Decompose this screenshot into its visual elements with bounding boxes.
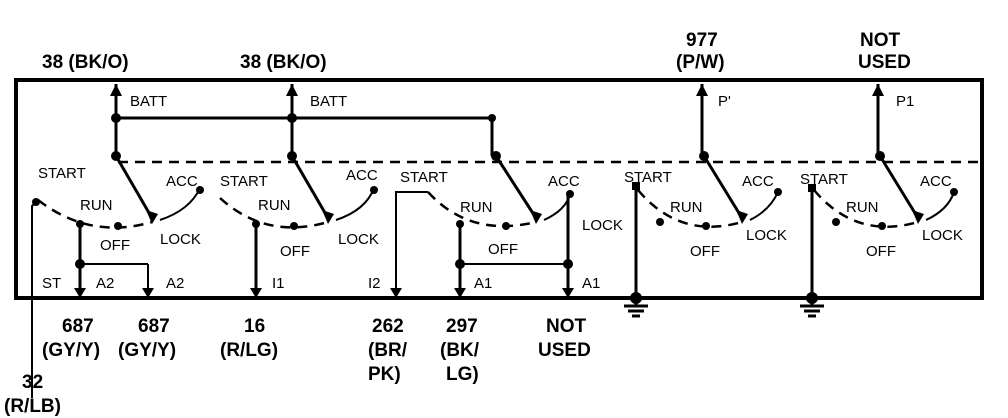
lock-label-5: LOCK [922,227,963,244]
st-terminal-label: ST [42,275,61,292]
top-wire-977-number: 977 [686,30,718,51]
bottom-wire-262-color-2: PK) [368,364,401,385]
switch-section-1: BATT START ACC RUN OFF LOCK ST A2 A2 [31,84,492,398]
i2-terminal-label: I2 [368,275,381,292]
bottom-wire-687-a-color: (GY/Y) [42,340,100,361]
p1-label: P1 [896,93,914,110]
a2-terminal-label-outer: A2 [166,275,184,292]
top-wire-38-a: 38 (BK/O) [42,52,129,73]
bottom-wire-687-a-number: 687 [62,316,94,337]
top-wire-not-used-2: USED [858,52,911,73]
acc-label-3: ACC [548,173,580,190]
bottom-wire-687-b-number: 687 [138,316,170,337]
bottom-wire-not-used-2: USED [538,340,591,361]
lock-label-4: LOCK [746,227,787,244]
run-label-3: RUN [460,199,493,216]
acc-label-2: ACC [346,167,378,184]
off-label-5: OFF [866,243,896,260]
top-wire-not-used-1: NOT [860,30,901,51]
switch-section-2: BATT START ACC RUN OFF LOCK I1 [219,84,492,298]
batt-label-2: BATT [310,93,347,110]
acc-label-5: ACC [920,173,952,190]
run-label-5: RUN [846,199,879,216]
bottom-wire-297-color-1: (BK/ [440,340,480,361]
i1-terminal-label: I1 [272,275,285,292]
a1-terminal-label-1: A1 [474,275,492,292]
off-label-4: OFF [690,243,720,260]
top-wire-977-color: (P/W) [676,52,725,73]
lock-label-3: LOCK [582,217,623,234]
off-label-1: OFF [100,237,130,254]
run-label-2: RUN [258,197,291,214]
bottom-wire-262-color-1: (BR/ [368,340,408,361]
start-label-1: START [38,165,86,182]
a2-terminal-label-inner: A2 [96,275,114,292]
batt-label-1: BATT [130,93,167,110]
ground-symbol-1 [624,292,648,318]
bottom-wire-32-number: 32 [22,372,43,393]
start-label-3: START [400,169,448,186]
bottom-wire-16-color: (R/LG) [220,340,278,361]
acc-label-4: ACC [742,173,774,190]
bottom-wire-297-color-2: LG) [446,364,479,385]
acc-label-1: ACC [166,173,198,190]
switch-section-3: START ACC RUN OFF LOCK I2 A1 A1 [368,114,623,298]
bottom-wire-32-color: (R/LB) [4,396,61,417]
run-label-4: RUN [670,199,703,216]
p-prime-label: P' [718,93,731,110]
bottom-wire-297-number: 297 [446,316,478,337]
ground-symbol-2 [800,292,824,318]
start-label-4: START [624,169,672,186]
bottom-wire-262-number: 262 [372,316,404,337]
bottom-wire-687-b-color: (GY/Y) [118,340,176,361]
switch-section-5: P1 START ACC RUN OFF LOCK [800,84,963,296]
lock-label-2: LOCK [338,231,379,248]
start-label-2: START [220,173,268,190]
switch-section-4: P' START ACC RUN OFF LOCK [624,84,787,296]
off-label-3: OFF [488,241,518,258]
bottom-wire-16-number: 16 [244,316,265,337]
lock-label-1: LOCK [160,231,201,248]
run-label-1: RUN [80,197,113,214]
off-label-2: OFF [280,243,310,260]
switch-housing-outline [14,78,984,300]
a1-terminal-label-2: A1 [582,275,600,292]
bottom-wire-not-used-1: NOT [546,316,587,337]
top-wire-38-b: 38 (BK/O) [240,52,327,73]
start-label-5: START [800,171,848,188]
